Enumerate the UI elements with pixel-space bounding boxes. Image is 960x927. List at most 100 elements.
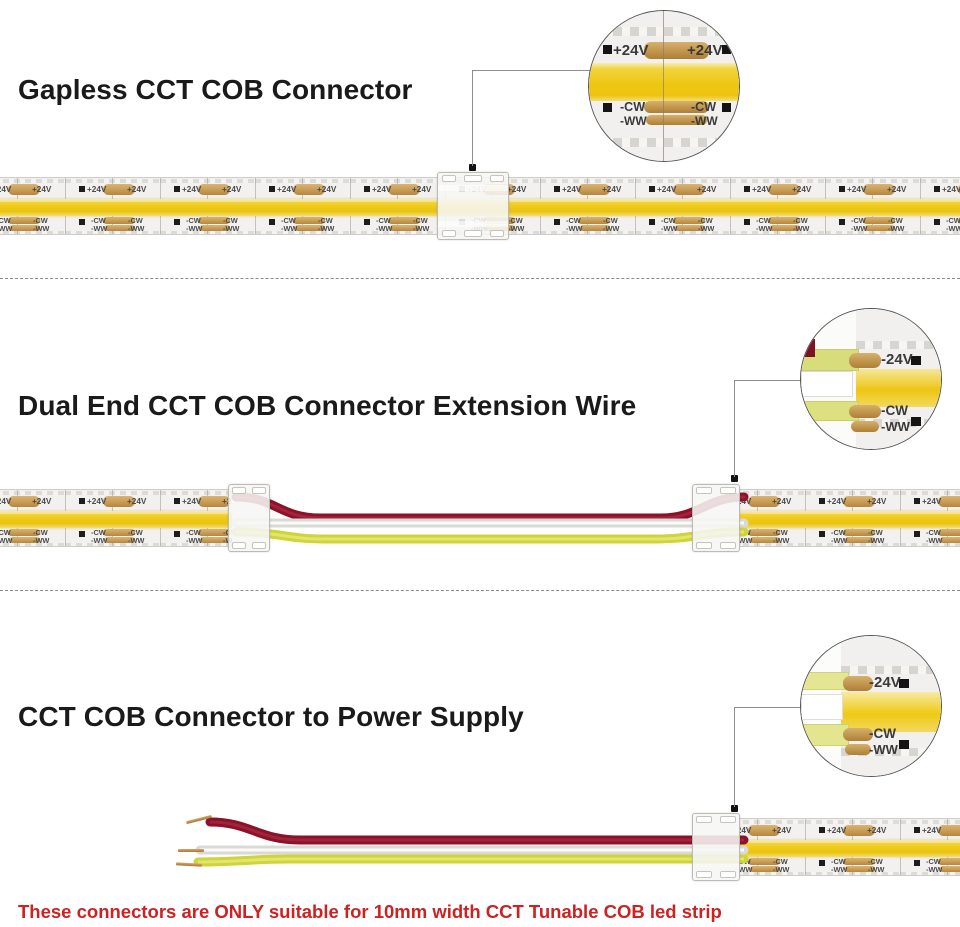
pad-label-positive-right: +24V	[507, 185, 527, 194]
pad-label-positive-left: +24V	[847, 185, 867, 194]
strip-rail-top	[920, 179, 960, 183]
pad-label-cw-left: -CW	[946, 216, 960, 225]
magnified-label-positive: -24V	[869, 674, 901, 691]
pad-label-positive-left: +24V	[922, 826, 942, 835]
pad-cw-left	[103, 217, 125, 224]
pad-label-ww-right: -WW	[318, 224, 335, 233]
pad-cw-right	[855, 529, 875, 536]
pad-label-ww-right: -WW	[698, 224, 715, 233]
pad-cw-left	[388, 217, 410, 224]
pad-label-ww-left: -WW	[91, 224, 108, 233]
pad-ww-right	[762, 537, 780, 543]
magnified-seam-line	[663, 11, 665, 161]
solder-point	[744, 219, 750, 225]
pad-label-ww-left: -WW	[851, 224, 868, 233]
solder-point	[934, 186, 940, 192]
magnified-solder-point	[911, 356, 921, 365]
clip-tab	[696, 542, 712, 549]
solder-point	[364, 219, 370, 225]
pad-label-ww-right: -WW	[223, 224, 240, 233]
led-strip-segment: +24V +24V -CW -CW -WW -WW	[540, 178, 635, 234]
pad-label-positive-left: +24V	[752, 185, 772, 194]
solder-point	[554, 219, 560, 225]
connector-clip-dual-left[interactable]	[228, 484, 270, 552]
pad-ww-left	[750, 537, 770, 543]
pad-cw-left	[578, 217, 600, 224]
pad-label-cw-left: -CW	[0, 216, 11, 225]
solder-point	[819, 827, 825, 833]
pad-positive-right	[210, 184, 230, 195]
pad-label-cw-left: -CW	[91, 528, 106, 537]
pad-ww-left	[845, 866, 865, 872]
leader-dot-dual	[731, 475, 738, 482]
pad-ww-right	[592, 225, 610, 231]
pad-positive-left	[293, 184, 315, 195]
pad-label-positive-left: +24V	[0, 497, 12, 506]
pad-cw-left	[198, 217, 220, 224]
pad-cw-right	[115, 217, 135, 224]
pad-label-ww-left: -WW	[946, 224, 960, 233]
section-divider-2	[0, 590, 960, 591]
magnified-rail-bottom	[856, 419, 941, 427]
pad-ww-left	[940, 866, 960, 872]
pad-label-cw-right: -CW	[603, 216, 618, 225]
magnified-label-cw-right: -CW	[691, 100, 716, 114]
pad-label-positive-left: +24V	[372, 185, 392, 194]
connector-clip-power[interactable]	[692, 813, 740, 881]
pad-ww-left	[200, 225, 220, 231]
compatibility-note: These connectors are ONLY suitable for 1…	[18, 901, 722, 922]
pad-ww-right	[782, 225, 800, 231]
clip-tab	[720, 487, 736, 494]
pad-label-positive-left: +24V	[827, 497, 847, 506]
pad-label-ww-left: -WW	[661, 224, 678, 233]
pad-ww-right	[877, 225, 895, 231]
pad-label-cw-right: -CW	[868, 857, 883, 866]
pad-label-positive-right: +24V	[867, 497, 887, 506]
strip-rail-bottom	[900, 543, 960, 546]
pad-label-cw-left: -CW	[376, 216, 391, 225]
solder-point	[79, 186, 85, 192]
pad-positive-left	[198, 184, 220, 195]
pad-label-cw-right: -CW	[128, 216, 143, 225]
connector-clip-dual-right[interactable]	[692, 484, 740, 552]
connector-clip-gapless[interactable]	[437, 172, 509, 240]
magnified-solder-point	[722, 45, 731, 54]
magnified-wire-positive	[801, 339, 815, 357]
pad-label-positive-right: +24V	[32, 185, 52, 194]
clip-tab	[696, 816, 712, 823]
pad-cw-left	[843, 529, 865, 536]
leader-line-horizontal-gapless	[472, 70, 620, 72]
pad-ww-right	[117, 537, 135, 543]
magnified-solder-point	[899, 679, 909, 688]
pad-label-ww-left: -WW	[281, 224, 298, 233]
pad-label-positive-right: +24V	[127, 185, 147, 194]
pad-cw-right	[590, 217, 610, 224]
pad-ww-left	[750, 866, 770, 872]
pad-positive-left	[843, 825, 865, 836]
pad-ww-right	[857, 866, 875, 872]
pad-positive-left	[748, 825, 770, 836]
magnified-pad-cw-right	[669, 101, 709, 113]
pad-positive-right	[760, 496, 780, 507]
pad-cw-left	[748, 529, 770, 536]
pad-label-cw-right: -CW	[773, 857, 788, 866]
solder-point	[174, 186, 180, 192]
solder-point	[174, 219, 180, 225]
wire-positive-highlight	[209, 820, 744, 842]
pad-label-positive-right: +24V	[32, 497, 52, 506]
pad-label-ww-right: -WW	[793, 224, 810, 233]
pad-positive-right	[400, 184, 420, 195]
pad-label-ww-right: -WW	[868, 536, 885, 545]
clip-tab	[490, 175, 504, 182]
magnified-label-ww-left: -WW	[620, 114, 647, 128]
pad-label-cw-left: -CW	[0, 528, 11, 537]
magnified-rail-bottom	[841, 748, 941, 756]
pad-ww-right	[762, 866, 780, 872]
pad-cw-left	[958, 217, 960, 224]
wire-warm-white-highlight	[197, 857, 744, 864]
strip-rail-top	[0, 491, 65, 495]
pad-label-cw-right: -CW	[508, 216, 523, 225]
pad-cw-right	[210, 529, 230, 536]
pad-label-cw-right: -CW	[33, 528, 48, 537]
pad-label-cw-left: -CW	[926, 528, 941, 537]
